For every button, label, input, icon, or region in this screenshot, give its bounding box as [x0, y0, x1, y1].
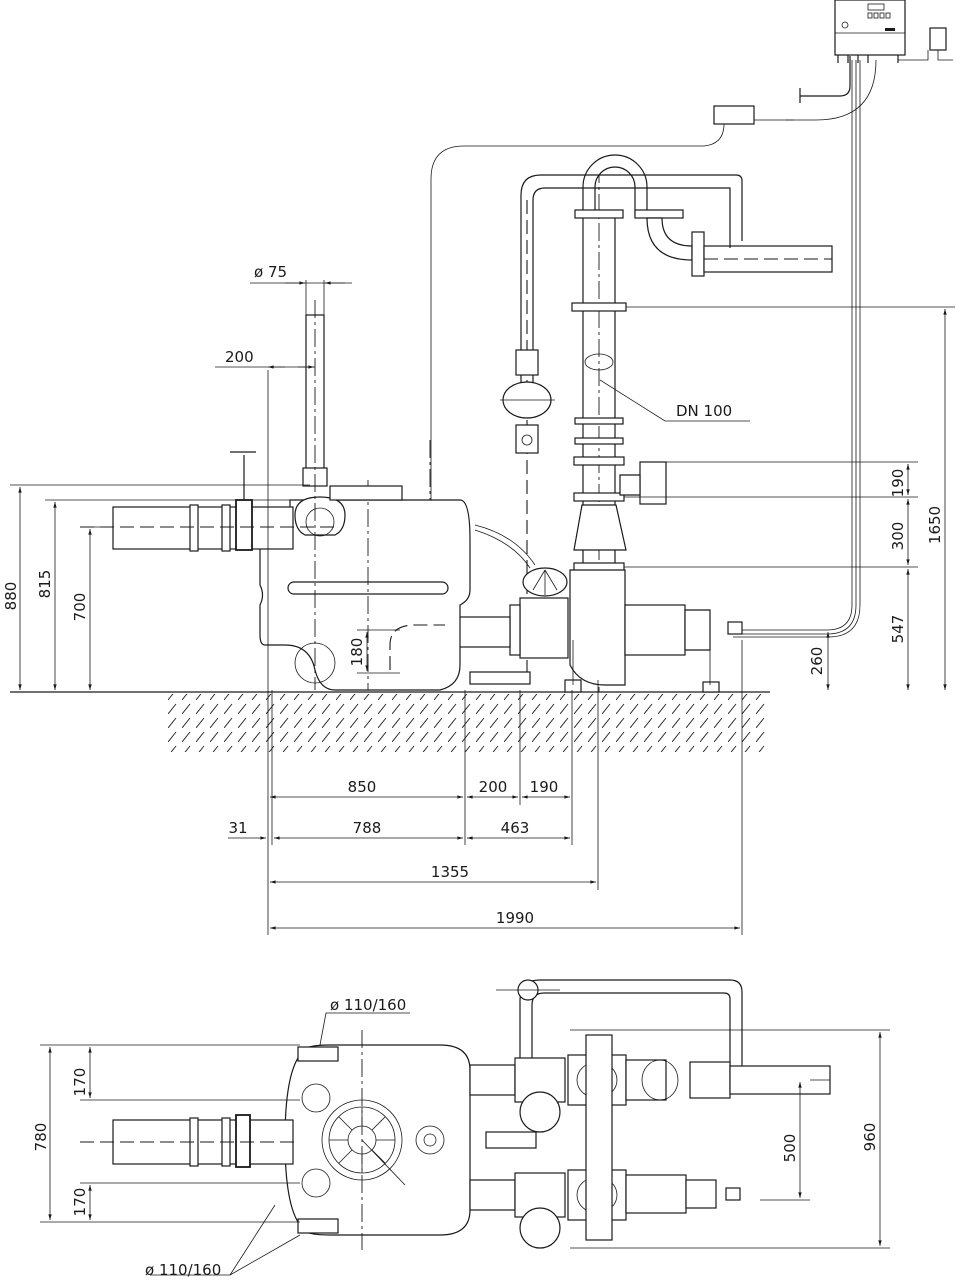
dim-inlet-offset-bottom-170: 170 — [71, 1188, 89, 1217]
bypass-line — [520, 174, 743, 395]
dim-tank-depth-780: 780 — [32, 1123, 50, 1152]
inlet-pipe — [80, 451, 340, 552]
vent-pipe — [302, 280, 328, 690]
flange — [571, 302, 627, 312]
dim-height-260: 260 — [808, 647, 826, 676]
dim-vent-diameter: ø 75 — [254, 263, 287, 281]
plan-pump-upper — [469, 1054, 831, 1133]
dim-offset-31: 31 — [228, 819, 247, 837]
alarm-switch-box — [713, 105, 755, 125]
dim-height-180: 180 — [348, 638, 366, 667]
dim-height-815: 815 — [36, 570, 54, 599]
dim-total-depth-960: 960 — [861, 1123, 879, 1152]
plan-tank — [284, 1030, 471, 1250]
dim-inlet-offset-top-170: 170 — [71, 1068, 89, 1097]
dim-height-880: 880 — [2, 582, 20, 611]
dim-height-190: 190 — [889, 469, 907, 498]
dim-pump-spacing-500: 500 — [781, 1134, 799, 1163]
dim-width-1990: 1990 — [496, 909, 534, 927]
floor-hatching — [165, 694, 770, 752]
dim-vent-offset: 200 — [225, 348, 254, 366]
discharge-pipe — [571, 154, 833, 692]
pump — [564, 569, 743, 693]
dim-width-1355: 1355 — [431, 863, 469, 881]
motor-cable — [732, 60, 861, 638]
dim-inlet-diameter-bottom: ø 110/160 — [145, 1261, 221, 1279]
dim-inlet-diameter-top: ø 110/160 — [330, 996, 406, 1014]
side-view: 880 815 700 ø 75 200 180 DN 100 1650 190… — [2, 0, 955, 935]
air-release-valve — [500, 349, 555, 454]
dim-height-1650: 1650 — [926, 506, 944, 544]
check-valve — [639, 461, 667, 505]
plan-riser — [585, 1034, 613, 1241]
dim-height-700: 700 — [71, 593, 89, 622]
dim-width-200: 200 — [479, 778, 508, 796]
dim-width-463: 463 — [501, 819, 530, 837]
dim-width-190: 190 — [530, 778, 559, 796]
plan-view: 780 170 170 960 500 ø 110/160 ø 110/160 — [32, 979, 890, 1279]
handwheel-valve — [509, 567, 569, 659]
gate-valve — [573, 504, 627, 551]
dim-height-547: 547 — [889, 615, 907, 644]
plan-inlet-pipe — [80, 1114, 300, 1168]
collection-tank — [259, 480, 471, 691]
dim-width-788: 788 — [353, 819, 382, 837]
control-unit — [799, 0, 953, 103]
dim-width-850: 850 — [348, 778, 377, 796]
dim-height-300: 300 — [889, 522, 907, 551]
pipe-size-label: DN 100 — [676, 402, 732, 420]
